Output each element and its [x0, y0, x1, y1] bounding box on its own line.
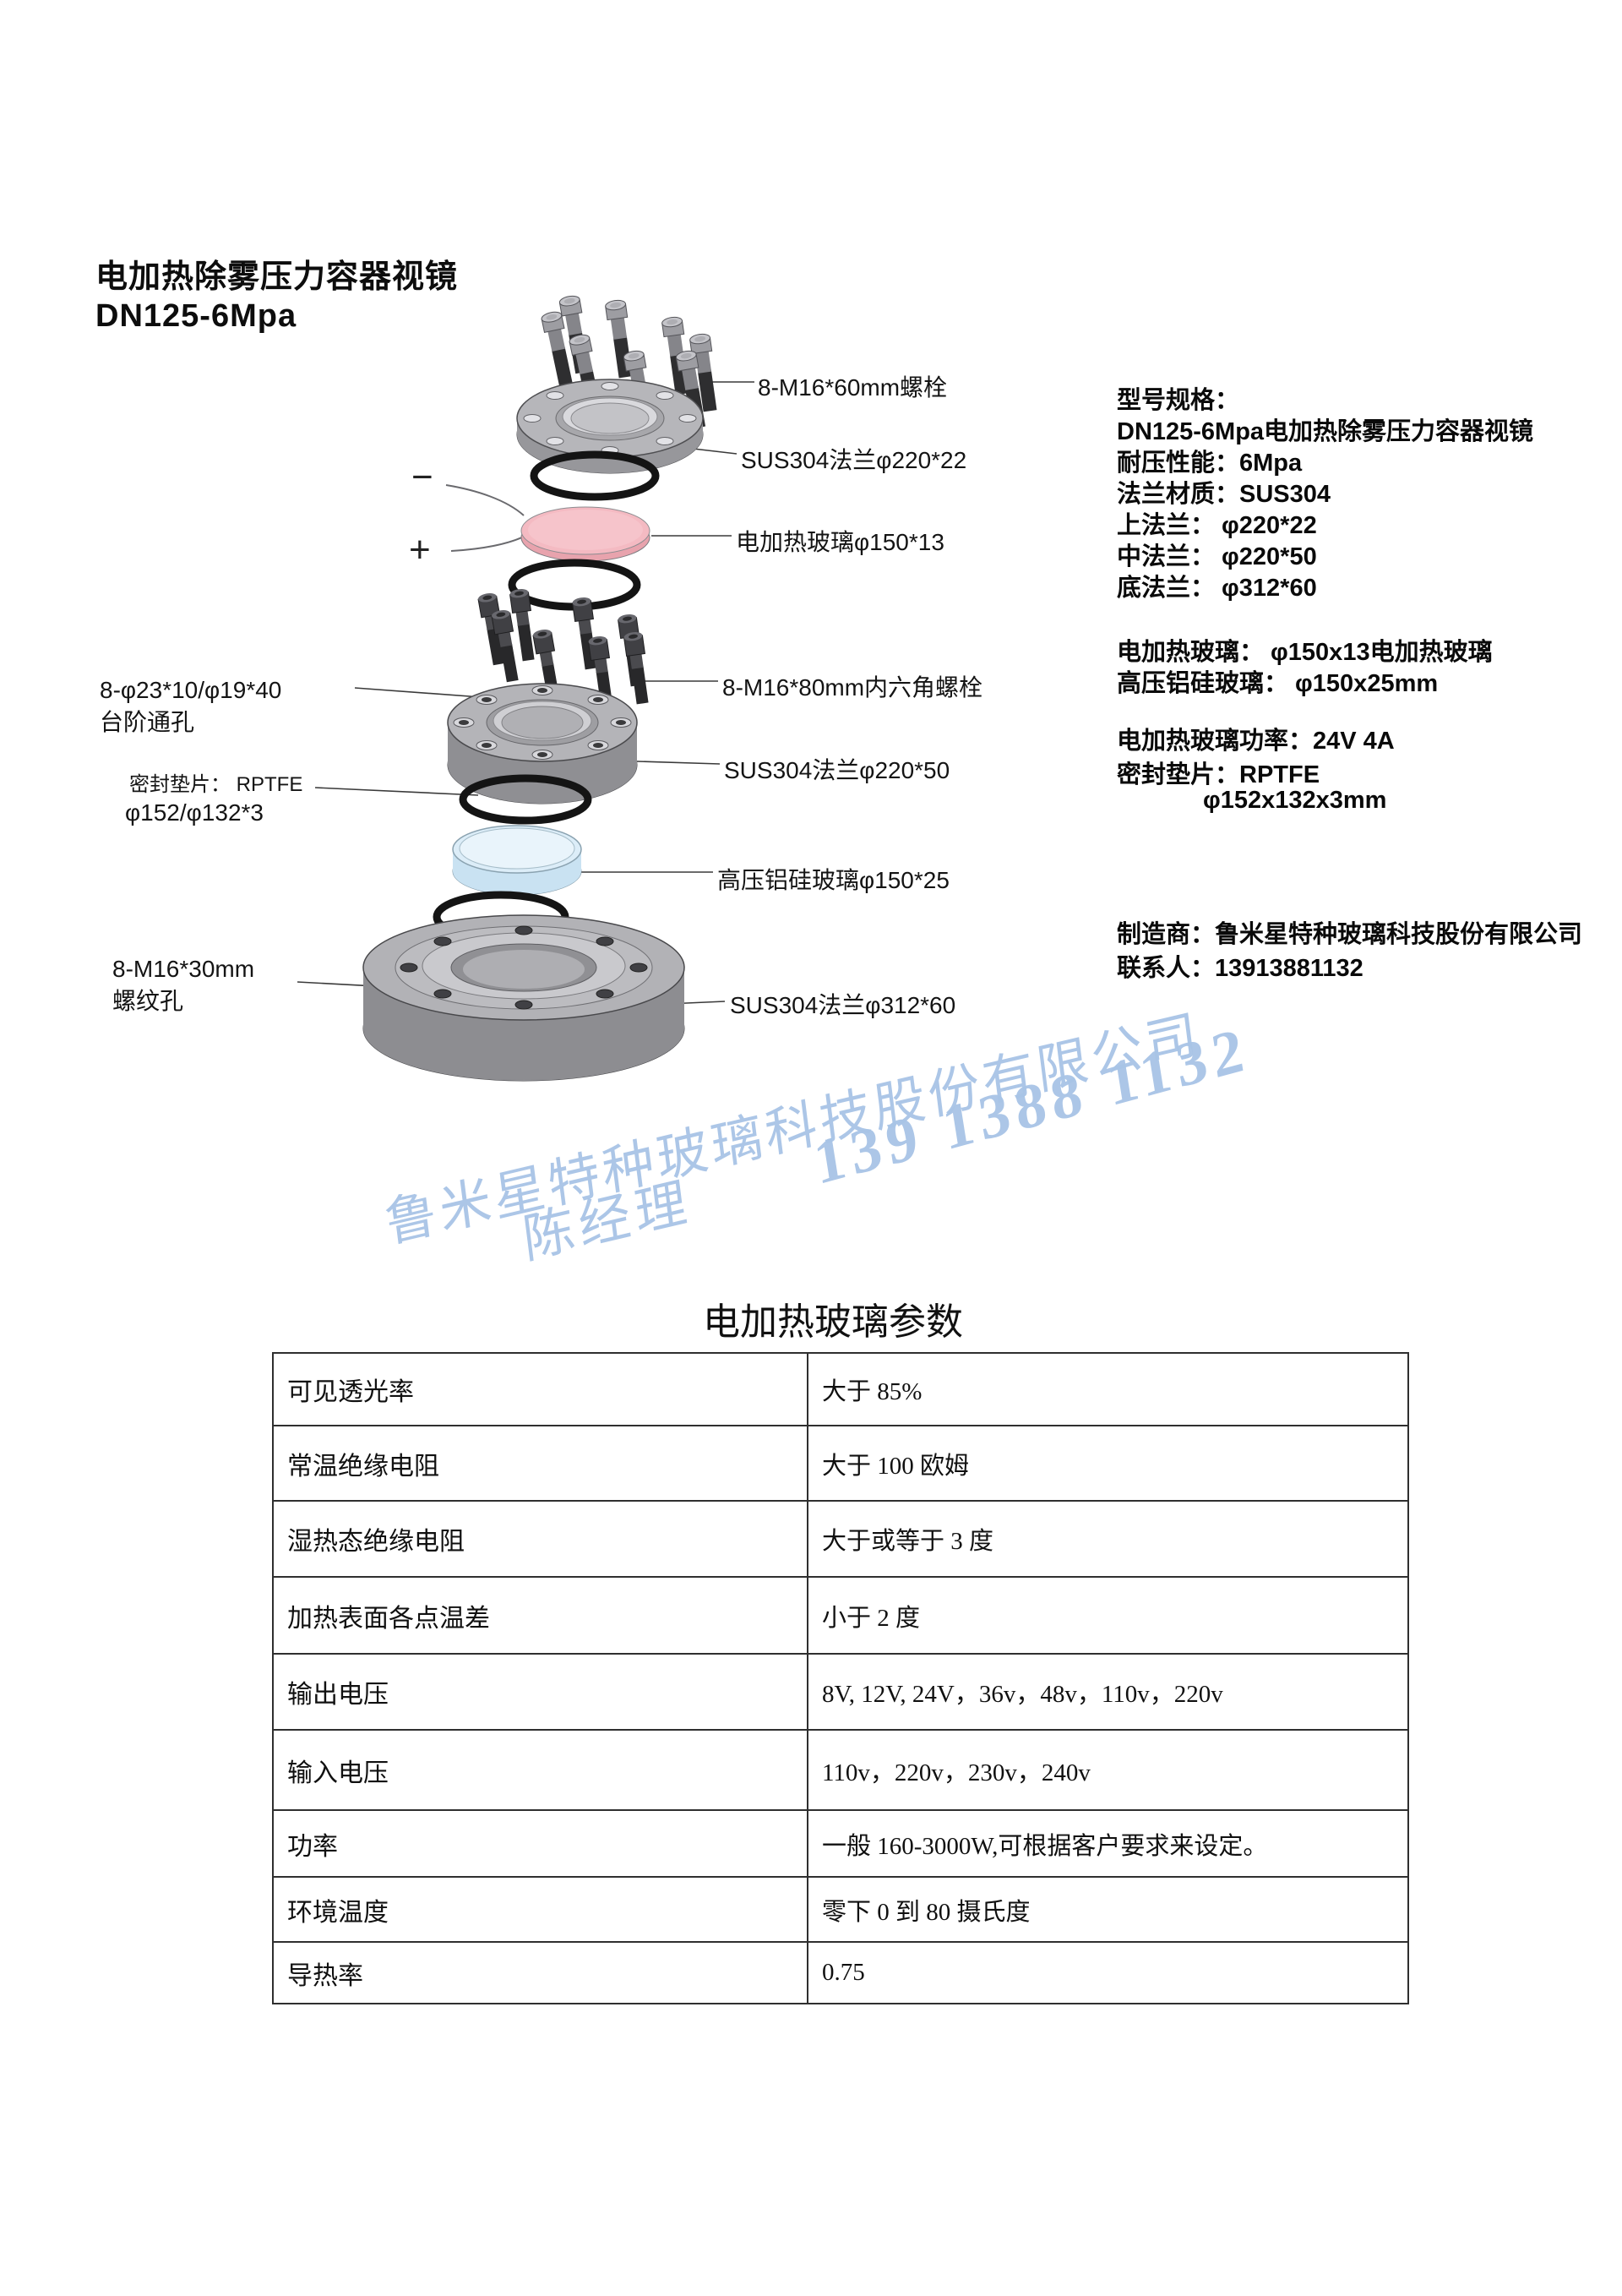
value-cell: 大于 85%: [807, 1352, 1409, 1426]
value-cell: 大于或等于 3 度: [807, 1500, 1409, 1578]
param-cell: 导热率: [272, 1941, 808, 2004]
callout-heated-glass: 电加热玻璃φ150*13: [736, 529, 944, 555]
param-cell: 常温绝缘电阻: [272, 1425, 808, 1502]
table-title: 电加热玻璃参数: [703, 1301, 963, 1343]
spec-gasket: 密封垫片：RPTFE: [1117, 761, 1320, 788]
callout-step-holes-line1: 8-φ23*10/φ19*40: [100, 677, 282, 703]
bottom-flange: [362, 914, 685, 1082]
plus-sign: +: [409, 529, 431, 570]
spec-middle-flange: 中法兰： φ220*50: [1117, 543, 1317, 570]
table-row: 加热表面各点温差 小于 2 度: [272, 1576, 1409, 1655]
callout-bottom-flange: SUS304法兰φ312*60: [730, 992, 956, 1018]
table-row: 可见透光率 大于 85%: [272, 1352, 1409, 1426]
param-cell: 加热表面各点温差: [272, 1576, 808, 1655]
o-ring-3: [459, 774, 592, 825]
value-cell: 一般 160-3000W,可根据客户要求来设定。: [807, 1809, 1409, 1878]
value-cell: 8V, 12V, 24V，36v，48v，110v，220v: [807, 1653, 1409, 1731]
spec-glass-power: 电加热玻璃功率：24V 4A: [1117, 728, 1395, 755]
top-flange: [516, 379, 704, 474]
value-cell: 110v，220v，230v，240v: [807, 1729, 1409, 1811]
spec-gasket-size: φ152x132x3mm: [1203, 787, 1387, 814]
spec-upper-flange: 上法兰： φ220*22: [1117, 512, 1317, 539]
param-cell: 可见透光率: [272, 1352, 808, 1426]
value-cell: 大于 100 欧姆: [807, 1425, 1409, 1502]
page-title-line2: DN125-6Mpa: [95, 298, 297, 334]
spec-model-header: 型号规格：: [1117, 387, 1240, 414]
electrode-wires: [445, 484, 526, 552]
o-ring-1: [530, 450, 660, 501]
table-row: 环境温度 零下 0 到 80 摄氏度: [272, 1876, 1409, 1943]
param-cell: 输出电压: [272, 1653, 808, 1731]
param-cell: 环境温度: [272, 1876, 808, 1943]
param-cell: 输入电压: [272, 1729, 808, 1811]
page-title: 电加热除雾压力容器视镜 DN125-6Mpa: [95, 258, 458, 335]
param-cell: 湿热态绝缘电阻: [272, 1500, 808, 1578]
parameters-table: 可见透光率 大于 85% 常温绝缘电阻 大于 100 欧姆 湿热态绝缘电阻 大于…: [272, 1352, 1409, 2004]
spec-flange-material: 法兰材质：SUS304: [1117, 481, 1331, 508]
table-row: 功率 一般 160-3000W,可根据客户要求来设定。: [272, 1809, 1409, 1878]
spec-manufacturer: 制造商：鲁米星特种玻璃科技股份有限公司: [1117, 921, 1583, 948]
callout-gasket-type: 密封垫片： RPTFE: [129, 773, 303, 796]
table-row: 常温绝缘电阻 大于 100 欧姆: [272, 1425, 1409, 1502]
param-cell: 功率: [272, 1809, 808, 1878]
callout-top-bolts: 8-M16*60mm螺栓: [758, 374, 948, 401]
spec-pressure: 耐压性能：6Mpa: [1117, 450, 1303, 477]
spec-alu-glass: 高压铝硅玻璃： φ150x25mm: [1117, 670, 1439, 697]
callout-mid-flange: SUS304法兰φ220*50: [724, 757, 950, 783]
callout-top-flange: SUS304法兰φ220*22: [741, 447, 967, 473]
heated-glass-disc: [520, 506, 650, 562]
value-cell: 小于 2 度: [807, 1576, 1409, 1655]
callout-gasket-size: φ152/φ132*3: [125, 799, 264, 826]
table-row: 输入电压 110v，220v，230v，240v: [272, 1729, 1409, 1811]
value-cell: 0.75: [807, 1941, 1409, 2004]
callout-mid-bolts: 8-M16*80mm内六角螺栓: [722, 674, 983, 701]
table-row: 湿热态绝缘电阻 大于或等于 3 度: [272, 1500, 1409, 1578]
callout-thread-holes-line2: 螺纹孔: [112, 988, 184, 1014]
spec-bottom-flange: 底法兰： φ312*60: [1117, 575, 1317, 602]
callout-alu-glass: 高压铝硅玻璃φ150*25: [717, 867, 950, 893]
table-row: 导热率 0.75: [272, 1941, 1409, 2004]
callout-step-holes-line2: 台阶通孔: [100, 709, 195, 735]
page-title-line1: 电加热除雾压力容器视镜: [95, 259, 459, 295]
callout-step-holes: 8-φ23*10/φ19*40 台阶通孔: [100, 674, 281, 739]
spec-model-name: DN125-6Mpa电加热除雾压力容器视镜: [1117, 418, 1534, 445]
table-row: 输出电压 8V, 12V, 24V，36v，48v，110v，220v: [272, 1653, 1409, 1731]
callout-thread-holes-line1: 8-M16*30mm: [112, 956, 255, 982]
spec-contact: 联系人：13913881132: [1117, 955, 1363, 982]
value-cell: 零下 0 到 80 摄氏度: [807, 1876, 1409, 1943]
minus-sign: −: [411, 456, 433, 498]
alu-glass-disc: [452, 825, 582, 896]
spec-heated-glass: 电加热玻璃： φ150x13电加热玻璃: [1117, 639, 1493, 666]
callout-thread-holes: 8-M16*30mm 螺纹孔: [112, 953, 254, 1017]
